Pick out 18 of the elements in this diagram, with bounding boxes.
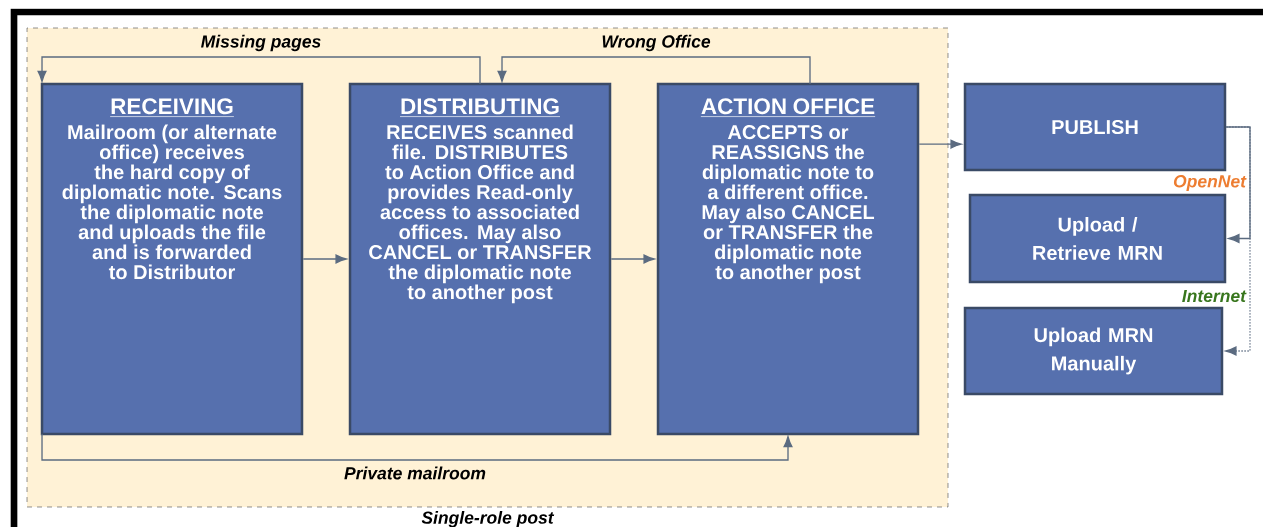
edge-label: Internet bbox=[1180, 288, 1248, 304]
edge-label: Missing pages bbox=[199, 33, 323, 53]
arrow bbox=[610, 254, 655, 264]
arrow bbox=[37, 56, 481, 85]
node-label: Single-role post bbox=[421, 510, 555, 527]
process-box: RECEIVING Mailroom (or alternate office) receives the hard copy of diplomatic note. Scans the diplomatic note and uploads the file and is forwarded to Distributor bbox=[40, 82, 304, 436]
process-box: Upload / Retrieve MRN bbox=[968, 193, 1227, 284]
arrow bbox=[497, 56, 811, 85]
arrow bbox=[1225, 126, 1251, 243]
process-box: Upload MRN Manually bbox=[963, 306, 1224, 396]
process-box: DISTRIBUTING RECEIVES scanned file. DISTRIBUTES to Action Office and provides Read-only access to associated offices. May also CANCEL or TRANSFER the diplomatic note to another post bbox=[348, 82, 612, 436]
arrow bbox=[302, 254, 347, 264]
arrow bbox=[41, 433, 793, 461]
edge-label: Wrong Office bbox=[599, 33, 713, 53]
arrow bbox=[918, 139, 962, 149]
process-box: PUBLISH bbox=[963, 82, 1227, 172]
edge-label: OpenNet bbox=[1171, 173, 1248, 193]
process-box: ACTION OFFICE ACCEPTS or REASSIGNS the diplomatic note to a different office. May also CANCEL or TRANSFER the diplomatic note to another post bbox=[656, 82, 920, 436]
